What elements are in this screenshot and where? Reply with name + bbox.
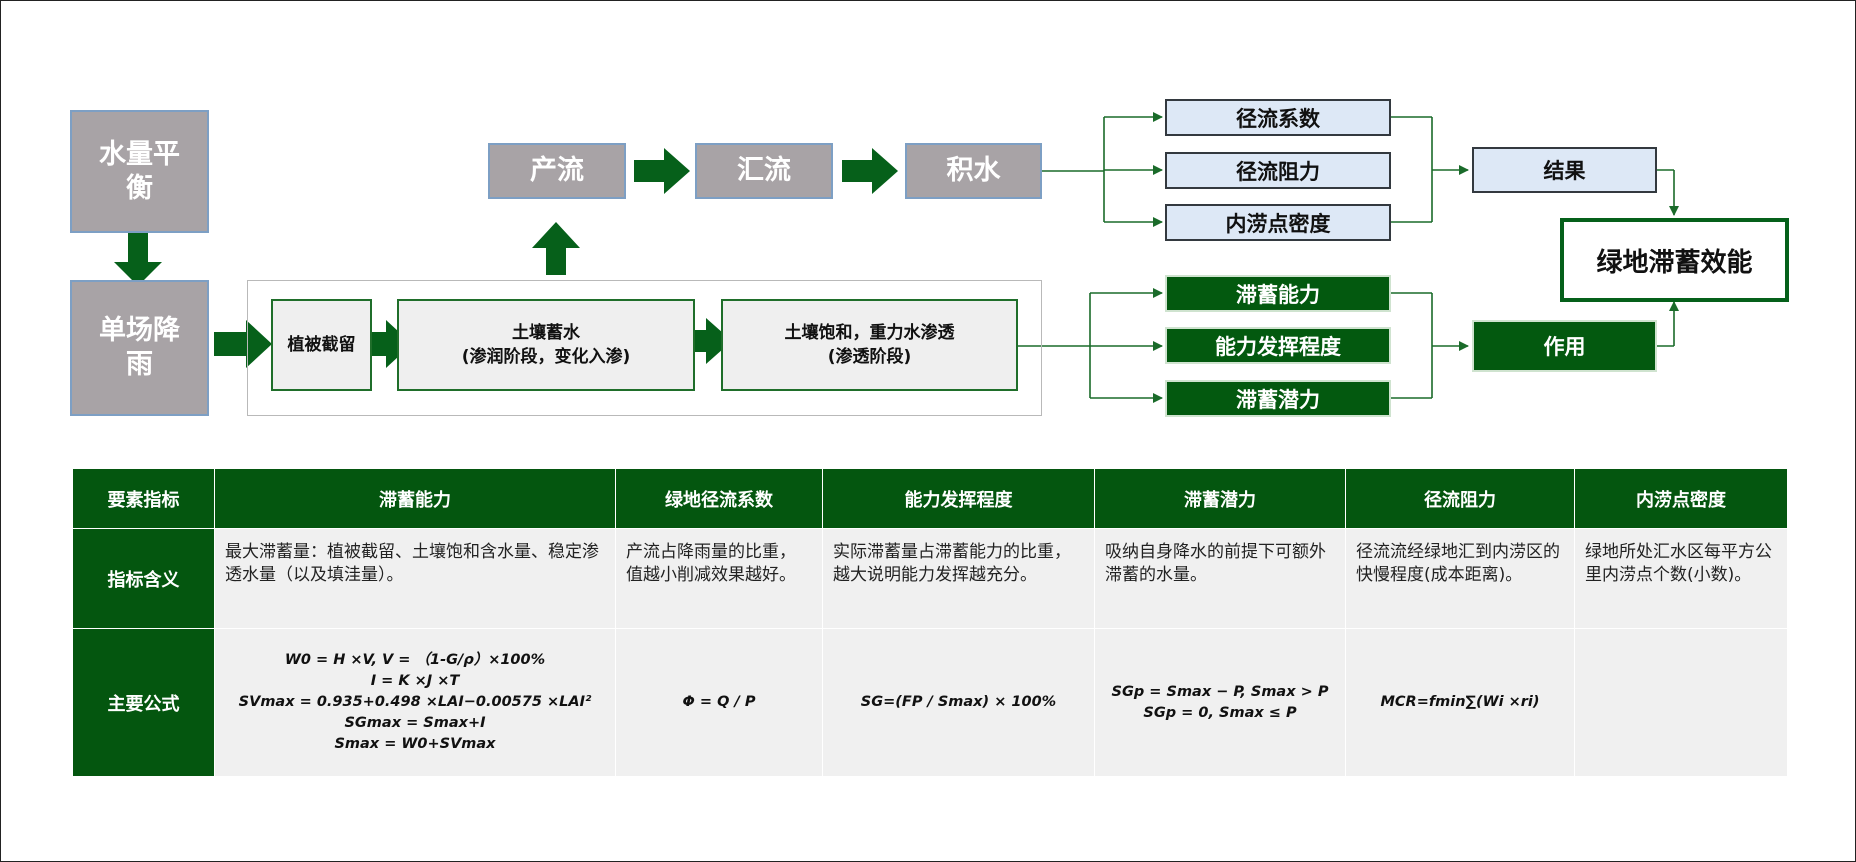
box-confluence: 汇流 <box>695 143 833 199</box>
box-capacity-degree: 能力发挥程度 <box>1165 327 1391 364</box>
bracket-bottom <box>1018 288 1679 403</box>
soil-saturation-title: 土壤饱和，重力水渗透 <box>784 323 955 343</box>
formula-line: I = K ×J ×T <box>370 673 460 689</box>
soil-saturation-sub: (渗透阶段) <box>827 347 912 367</box>
arrow-up <box>532 222 580 275</box>
formula-degree: SG=(FP / Smax) × 100% <box>822 628 1095 777</box>
header-runoff-coef: 绿地径流系数 <box>615 468 823 529</box>
formula-line: SGmax = Smax+I <box>344 715 486 731</box>
formula-line: SGp = Smax − P, Smax > P <box>1111 683 1329 700</box>
box-ponding: 积水 <box>905 143 1042 199</box>
formula-line: W0 = H ×V, V = （1-G/ρ）×100% <box>284 652 546 668</box>
row-label-meaning: 指标含义 <box>72 528 215 629</box>
formula-capacity: W0 = H ×V, V = （1-G/ρ）×100% I = K ×J ×T … <box>214 628 616 777</box>
arrow-right-3 <box>682 318 732 364</box>
header-resistance: 径流阻力 <box>1345 468 1575 529</box>
arrow-down <box>114 232 162 286</box>
meaning-potential: 吸纳自身降水的前提下可额外滞蓄的水量。 <box>1094 528 1346 629</box>
indicator-table: 要素指标 滞蓄能力 绿地径流系数 能力发挥程度 滞蓄潜力 径流阻力 内涝点密度 … <box>72 468 1788 777</box>
meaning-runoff-coef: 产流占降雨量的比重，值越小削减效果越好。 <box>615 528 823 629</box>
formula-potential: SGp = Smax − P, Smax > P SGp = 0, Smax ≤… <box>1094 628 1346 777</box>
meaning-capacity: 最大滞蓄量：植被截留、土壤饱和含水量、稳定渗透水量（以及填洼量）。 <box>214 528 616 629</box>
box-retention-potential: 滞蓄潜力 <box>1165 380 1391 417</box>
table-header-row: 要素指标 滞蓄能力 绿地径流系数 能力发挥程度 滞蓄潜力 径流阻力 内涝点密度 <box>72 468 1788 529</box>
soil-storage-sub: (渗润阶段，变化入渗) <box>461 347 631 367</box>
box-waterlog-density: 内涝点密度 <box>1165 204 1391 241</box>
box-retention-capacity: 滞蓄能力 <box>1165 275 1391 312</box>
arrow-right-1 <box>214 320 272 368</box>
meaning-resistance: 径流流经绿地汇到内涝区的快慢程度(成本距离)。 <box>1345 528 1575 629</box>
soil-storage-title: 土壤蓄水 <box>512 323 580 343</box>
formula-line: SGp = 0, Smax ≤ P <box>1143 704 1297 721</box>
row-label-formula: 主要公式 <box>72 628 215 777</box>
box-interception: 植被截留 <box>271 299 372 391</box>
formula-resistance: MCR=fmin∑(Wi ×ri) <box>1345 628 1575 777</box>
formula-line: SVmax = 0.935+0.498 ×LAI−0.00575 ×LAI² <box>238 694 592 710</box>
formula-density <box>1574 628 1788 777</box>
header-capacity: 滞蓄能力 <box>214 468 616 529</box>
header-degree: 能力发挥程度 <box>822 468 1095 529</box>
box-single-rain: 单场降雨 <box>70 280 209 416</box>
formula-line: Smax = W0+SVmax <box>334 736 496 752</box>
box-result: 结果 <box>1472 147 1657 193</box>
box-soil-saturation: 土壤饱和，重力水渗透 (渗透阶段) <box>721 299 1018 391</box>
bracket-top <box>1041 112 1679 227</box>
box-greenland-efficiency: 绿地滞蓄效能 <box>1560 218 1789 302</box>
box-runoff-generation: 产流 <box>488 143 626 199</box>
box-runoff-resistance: 径流阻力 <box>1165 152 1391 189</box>
header-density: 内涝点密度 <box>1574 468 1788 529</box>
box-water-balance: 水量平衡 <box>70 110 209 233</box>
header-potential: 滞蓄潜力 <box>1094 468 1346 529</box>
formula-runoff-coef: Φ = Q / P <box>615 628 823 777</box>
meaning-degree: 实际滞蓄量占滞蓄能力的比重，越大说明能力发挥越充分。 <box>822 528 1095 629</box>
arrow-right-5 <box>842 148 898 194</box>
box-effect: 作用 <box>1472 320 1657 372</box>
arrow-right-4 <box>634 148 690 194</box>
box-soil-storage: 土壤蓄水 (渗润阶段，变化入渗) <box>397 299 695 391</box>
table-row-formula: 主要公式 W0 = H ×V, V = （1-G/ρ）×100% I = K ×… <box>72 628 1788 777</box>
box-runoff-coefficient: 径流系数 <box>1165 99 1391 136</box>
meaning-density: 绿地所处汇水区每平方公里内涝点个数(小数)。 <box>1574 528 1788 629</box>
header-factor: 要素指标 <box>72 468 215 529</box>
infiltration-group <box>247 280 1042 416</box>
table-row-meaning: 指标含义 最大滞蓄量：植被截留、土壤饱和含水量、稳定渗透水量（以及填洼量）。 产… <box>72 528 1788 629</box>
